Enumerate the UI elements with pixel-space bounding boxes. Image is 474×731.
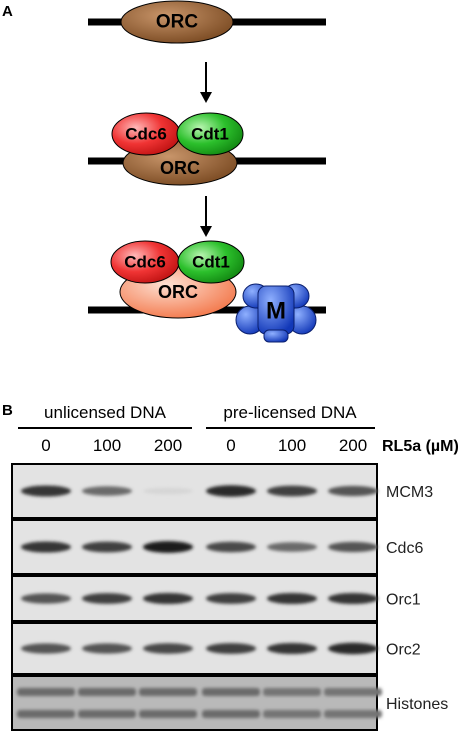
step3-cdt1-label: Cdt1 <box>192 253 230 272</box>
blot-band <box>78 710 136 718</box>
group-header-unlicensed: unlicensed DNA <box>18 403 192 429</box>
blot-band <box>21 643 71 654</box>
blot-band <box>82 643 132 654</box>
conc-label: 0 <box>41 436 50 455</box>
conc-label: 100 <box>93 436 121 455</box>
blot-band <box>267 542 317 552</box>
group-label-unlicensed: unlicensed DNA <box>44 403 167 422</box>
step2-orc-label: ORC <box>160 158 200 178</box>
blot-band <box>143 541 193 553</box>
blot-band <box>82 541 132 553</box>
blot-band <box>21 593 71 604</box>
concentration-row: 0 100 200 0 100 200 <box>41 436 367 455</box>
step1-orc-shape <box>120 0 234 44</box>
mcm-double-hexamer: M <box>235 283 317 343</box>
group-label-prelicensed: pre-licensed DNA <box>223 403 357 422</box>
blot-band <box>263 688 321 696</box>
conc-label: 200 <box>339 436 367 455</box>
blot-band <box>17 688 75 696</box>
blot-band <box>328 592 378 605</box>
step3-complex: Cdc6 Cdt1 ORC M <box>88 240 326 343</box>
blot-row-label: Cdc6 <box>386 540 423 557</box>
conc-label: 0 <box>226 436 235 455</box>
step2-complex: Cdc6 Cdt1 ORC <box>88 112 326 186</box>
blot-band <box>267 642 317 655</box>
blot-band <box>206 541 256 553</box>
blot-band <box>206 643 256 654</box>
blot-band <box>263 710 321 718</box>
step2-cdt1-label: Cdt1 <box>191 125 229 144</box>
arrow-1 <box>200 62 212 103</box>
blot-band <box>143 592 193 605</box>
blot-band <box>206 485 256 497</box>
conc-label: 200 <box>154 436 182 455</box>
blot-band <box>82 593 132 604</box>
blot-band <box>139 710 197 718</box>
blot-band <box>82 486 132 496</box>
blot-band <box>143 487 193 495</box>
blot-band <box>202 688 260 696</box>
blot-row-label: MCM3 <box>386 484 433 501</box>
panel-a-label: A <box>2 3 13 20</box>
step2-cdt1-shape <box>176 112 244 156</box>
blot-band <box>324 688 382 696</box>
blot-band <box>139 688 197 696</box>
step3-cdt1-shape <box>177 240 245 284</box>
step3-orc-label: ORC <box>158 282 198 302</box>
blot-band <box>202 710 260 718</box>
step1-orc-label: ORC <box>156 12 199 33</box>
blot-band <box>328 541 378 553</box>
step1-complex: ORC <box>88 0 326 44</box>
blot-band <box>267 592 317 605</box>
blot-band <box>21 485 71 497</box>
blot-band <box>328 485 378 497</box>
arrow-2 <box>200 196 212 237</box>
blot-band <box>17 710 75 718</box>
blot-row-label: Orc1 <box>386 592 421 609</box>
mcm-label: M <box>266 298 286 325</box>
conc-label: 100 <box>278 436 306 455</box>
blot-band <box>78 688 136 696</box>
blot-band <box>143 643 193 654</box>
blot-band <box>328 642 378 655</box>
blot-row-label: Orc2 <box>386 642 421 659</box>
blot-band <box>21 541 71 553</box>
conc-unit-label: RL5a (µM) <box>382 438 459 455</box>
blot-band <box>324 710 382 718</box>
blot-row-label: Histones <box>386 696 448 713</box>
blot-band <box>267 485 317 497</box>
blot-panel <box>11 675 378 731</box>
panel-b-label: B <box>2 402 13 419</box>
step2-cdc6-label: Cdc6 <box>125 125 167 144</box>
group-header-prelicensed: pre-licensed DNA <box>206 403 375 429</box>
blot-band <box>206 593 256 604</box>
step3-cdc6-label: Cdc6 <box>124 253 166 272</box>
